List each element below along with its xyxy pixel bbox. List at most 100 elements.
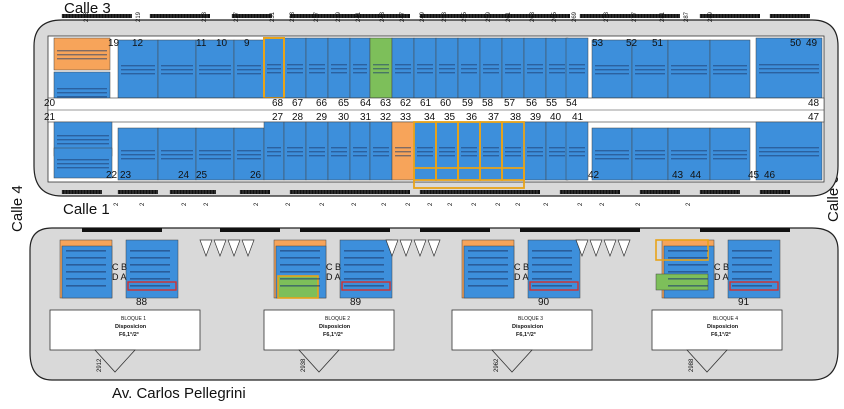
stall-caption (668, 285, 708, 287)
address-number: 2 (254, 202, 260, 206)
stall-caption (57, 92, 107, 94)
stall-caption (417, 151, 433, 153)
address-number: 2 (286, 202, 292, 206)
block-code: F6,1°/2° (323, 332, 343, 338)
stall-caption (373, 64, 389, 66)
stall-caption (483, 64, 499, 66)
street-label-calle-3: Calle 3 (64, 0, 111, 17)
edge-grille (82, 228, 162, 232)
stall-caption (57, 96, 107, 98)
address-number: 249 (420, 11, 426, 22)
stall-caption (505, 72, 521, 74)
stall-caption (130, 250, 170, 252)
block-stall (125, 239, 179, 299)
stall-highlight (413, 167, 525, 189)
stall-caption (713, 69, 747, 71)
stall-caption (505, 155, 521, 157)
stall-caption (635, 150, 665, 152)
stall-number: 40 (550, 112, 562, 123)
stall-caption (417, 72, 433, 74)
stall-caption (569, 68, 585, 70)
stall-number: 26 (250, 170, 262, 181)
stall-number: 22 (106, 170, 118, 181)
address-number: 231 (270, 11, 276, 22)
stall-caption (287, 64, 303, 66)
stall-number: 50 (790, 38, 802, 49)
edge-grille (580, 14, 680, 18)
stall-caption (759, 64, 819, 66)
address-number: 223 (202, 11, 208, 22)
stall-caption (309, 155, 325, 157)
block-address-number: 2912 (97, 358, 103, 372)
stall-number: 47 (808, 112, 820, 123)
stall-number: 38 (510, 112, 522, 123)
address-number: 253 (442, 11, 448, 22)
stall-number: 28 (292, 112, 304, 123)
stall-caption (121, 154, 155, 156)
cbda-label: D A (514, 272, 529, 282)
address-number: 227 (234, 11, 240, 22)
block-code: F6,1°/2° (119, 332, 139, 338)
stall-caption (395, 147, 411, 149)
stall-number: 32 (380, 112, 392, 123)
stall-number: 61 (420, 98, 432, 109)
block-stall-number: 89 (350, 297, 362, 308)
stall-caption (280, 264, 320, 266)
stall-caption (732, 285, 772, 287)
stall-caption (66, 250, 106, 252)
stall-number: 12 (132, 38, 144, 49)
block-code: F6,1°/2° (516, 332, 536, 338)
stall-caption (527, 64, 543, 66)
stall-caption (635, 69, 665, 71)
stall-caption (595, 69, 629, 71)
stall-caption (569, 147, 585, 149)
address-number: 213 (84, 11, 90, 22)
stall-caption (57, 135, 109, 137)
stall-caption (280, 278, 320, 280)
stall-caption (713, 73, 747, 75)
stall-number: 20 (44, 98, 56, 109)
stall-caption (331, 64, 347, 66)
street-label-av-carlos-pellegrini: Av. Carlos Pellegrini (112, 385, 246, 402)
stall-caption (635, 65, 665, 67)
stall-caption (309, 147, 325, 149)
stall-number: 57 (504, 98, 516, 109)
block-base (451, 309, 593, 351)
stall-caption (483, 151, 499, 153)
stall-caption (280, 271, 320, 273)
stall-caption (287, 155, 303, 157)
stall-highlight-red (127, 281, 177, 291)
divider-triangle (617, 239, 631, 257)
stall-caption (121, 73, 155, 75)
stall-caption (527, 155, 543, 157)
stall-caption (199, 154, 231, 156)
address-number: 277 (632, 11, 638, 22)
stall-number: 35 (444, 112, 456, 123)
stall-caption (130, 285, 170, 287)
stall-caption (527, 147, 543, 149)
stall-caption (373, 147, 389, 149)
block-title: BLOQUE 4 (713, 316, 738, 322)
stall-number: 43 (672, 170, 684, 181)
stall-caption (121, 65, 155, 67)
stall-caption (532, 264, 572, 266)
divider-triangle (399, 239, 413, 257)
stall-caption (395, 155, 411, 157)
address-number: 237 (314, 11, 320, 22)
edge-grille (420, 228, 490, 232)
edge-grille (118, 190, 158, 194)
stall-caption (461, 155, 477, 157)
stall-caption (439, 64, 455, 66)
block-address-number: 2938 (301, 358, 307, 372)
cbda-label: C B (326, 262, 341, 272)
stall-caption (66, 278, 106, 280)
address-number: 259 (486, 11, 492, 22)
street-label-calle-4: Calle 4 (9, 185, 26, 232)
block-title: BLOQUE 3 (518, 316, 543, 322)
stall-caption (353, 68, 367, 70)
edge-grille (520, 228, 640, 232)
stall-caption (280, 285, 320, 287)
stall-number: 59 (462, 98, 474, 109)
cbda-label: D A (326, 272, 341, 282)
stall-caption (671, 73, 707, 75)
